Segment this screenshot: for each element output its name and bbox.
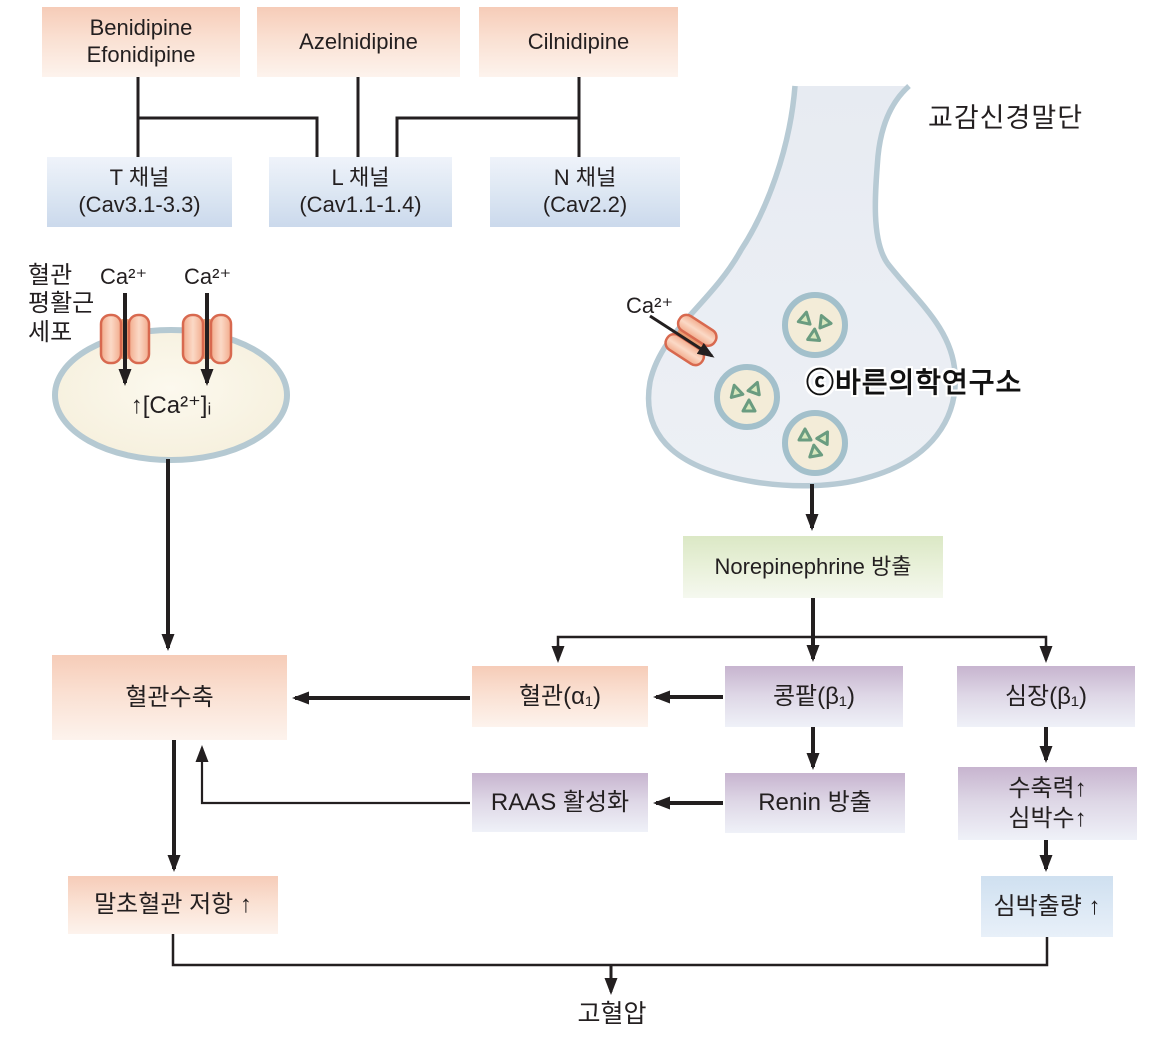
smooth-muscle-cell-label: 혈관 평활근 세포 [28, 262, 95, 346]
raas-activation-box: RAAS 활성화 [472, 773, 648, 832]
drug-box-azelnidipine: Azelnidipine [257, 7, 460, 77]
synaptic-vesicles [714, 292, 848, 476]
ca-ion-label-synapse: Ca²⁺ [626, 293, 674, 318]
drug-box-benidipine-efonidipine: Benidipine Efonidipine [42, 7, 240, 77]
vessel-alpha1-box: 혈관(α₁) [472, 666, 648, 727]
connector-lines [118, 77, 1053, 995]
watermark: ⓒ바른의학연구소 [806, 367, 1023, 398]
channel-box-n: N 채널 (Cav2.2) [490, 157, 680, 227]
hypertension-label: 고혈압 [577, 1000, 647, 1028]
peripheral-resistance-box: 말초혈관 저항 ↑ [68, 876, 278, 934]
sympathetic-nerve-terminal-label: 교감신경말단 [928, 103, 1084, 133]
intracellular-calcium-label: ↑[Ca²⁺]ᵢ [130, 392, 212, 419]
channel-box-l: L 채널 (Cav1.1-1.4) [269, 157, 452, 227]
channel-box-t: T 채널 (Cav3.1-3.3) [47, 157, 232, 227]
kidney-beta1-box: 콩팥(β₁) [725, 666, 903, 727]
ca-ion-label-left: Ca²⁺ [100, 264, 148, 289]
renin-release-box: Renin 방출 [725, 773, 905, 833]
vasoconstriction-box: 혈관수축 [52, 655, 287, 740]
contractility-heart-rate-box: 수축력↑ 심박수↑ [958, 767, 1137, 840]
norepinephrine-release-box: Norepinephrine 방출 [683, 536, 943, 598]
drug-box-cilnidipine: Cilnidipine [479, 7, 678, 77]
heart-beta1-box: 심장(β₁) [957, 666, 1135, 727]
ca-ion-label-right: Ca²⁺ [184, 264, 232, 289]
cardiac-output-box: 심박출량 ↑ [981, 876, 1113, 937]
